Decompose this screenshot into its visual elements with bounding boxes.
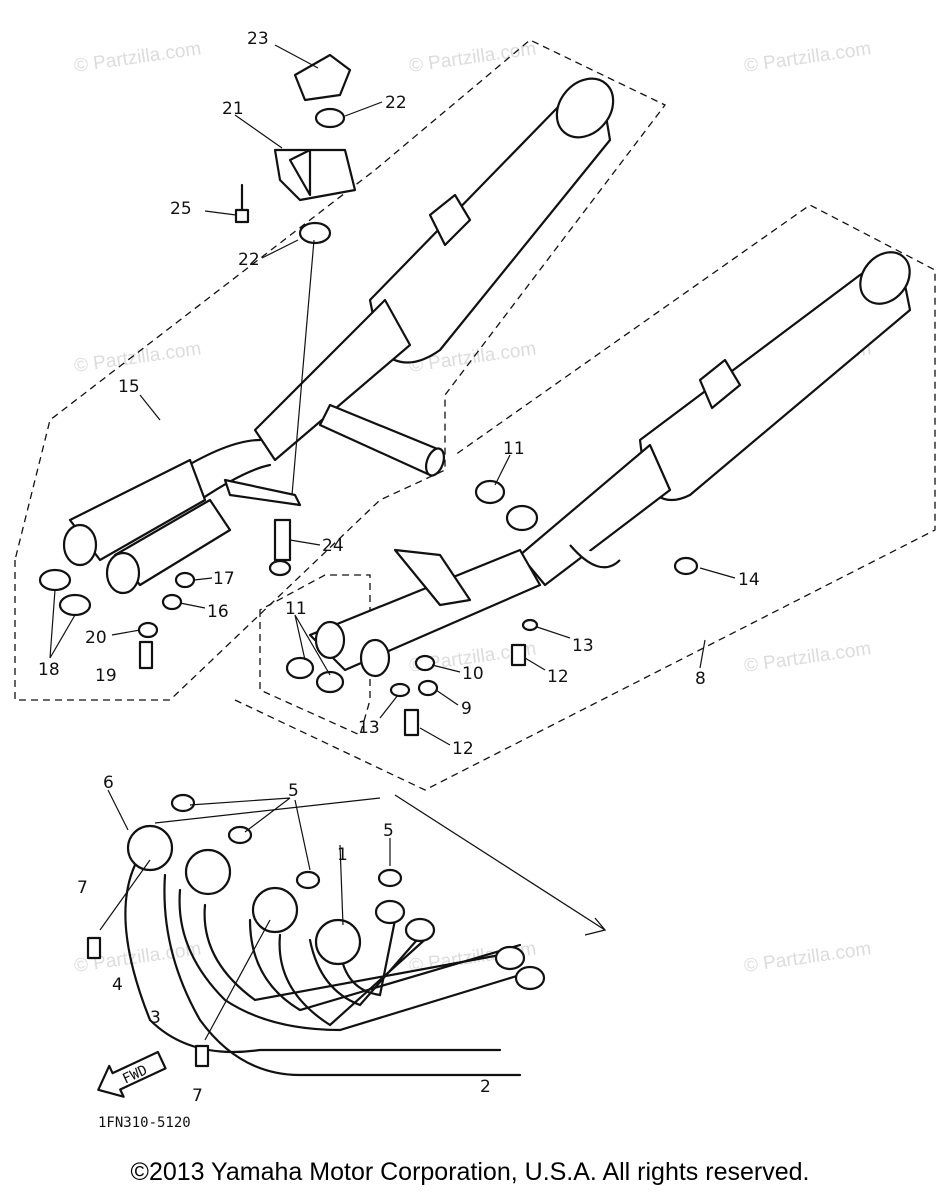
callout-16: 16 <box>207 602 229 622</box>
callout-11: 11 <box>285 599 307 619</box>
muffler-left-assembly-outline <box>14 39 666 701</box>
callout-4: 4 <box>112 975 123 995</box>
watermark-text: © Partzilla.com <box>73 338 203 377</box>
watermark-text: © Partzilla.com <box>743 638 873 677</box>
callout-9: 9 <box>461 699 472 719</box>
callout-3: 3 <box>150 1008 161 1028</box>
watermark-text: © Partzilla.com <box>408 38 538 77</box>
callout-12: 12 <box>452 739 474 759</box>
callout-10: 10 <box>462 664 484 684</box>
callout-8: 8 <box>695 669 706 689</box>
leader-lines <box>49 44 736 926</box>
callout-24: 24 <box>322 536 344 556</box>
watermark-text: © Partzilla.com <box>743 38 873 77</box>
muffler-right-assembly-outline <box>234 204 936 791</box>
callout-22: 22 <box>238 250 260 270</box>
callout-20: 20 <box>85 628 107 648</box>
forward-direction-arrow: FWD <box>97 1050 167 1098</box>
subassembly-11-outline <box>259 574 371 736</box>
diagram-code: 1FN310-5120 <box>98 1115 191 1131</box>
callout-13: 13 <box>358 718 380 738</box>
callout-2: 2 <box>480 1077 491 1097</box>
watermark-text: © Partzilla.com <box>73 38 203 77</box>
callout-17: 17 <box>213 569 235 589</box>
muffler-bracket <box>234 53 357 496</box>
callouts: 23 21 22 25 22 15 24 17 16 20 18 19 11 1… <box>38 29 760 1106</box>
callout-7: 7 <box>77 878 88 898</box>
muffler-right <box>285 251 912 694</box>
watermark-text: © Partzilla.com <box>743 938 873 977</box>
callout-14: 14 <box>738 570 760 590</box>
callout-11: 11 <box>503 439 525 459</box>
callout-25: 25 <box>170 199 192 219</box>
muffler-left <box>62 77 615 595</box>
exhaust-headers <box>86 793 546 1077</box>
callout-18: 18 <box>38 660 60 680</box>
callout-5: 5 <box>288 781 299 801</box>
callout-6: 6 <box>103 773 114 793</box>
callout-13: 13 <box>572 636 594 656</box>
header-assembly-outline <box>394 794 607 936</box>
callout-19: 19 <box>95 666 117 686</box>
callout-23: 23 <box>247 29 269 49</box>
callout-21: 21 <box>222 99 244 119</box>
callout-22: 22 <box>385 93 407 113</box>
callout-7: 7 <box>192 1086 203 1106</box>
callout-15: 15 <box>118 377 140 397</box>
copyright-notice: ©2013 Yamaha Motor Corporation, U.S.A. A… <box>130 1158 810 1186</box>
hardware <box>38 518 539 737</box>
callout-12: 12 <box>547 667 569 687</box>
callout-5: 5 <box>383 821 394 841</box>
callout-1: 1 <box>337 845 348 865</box>
